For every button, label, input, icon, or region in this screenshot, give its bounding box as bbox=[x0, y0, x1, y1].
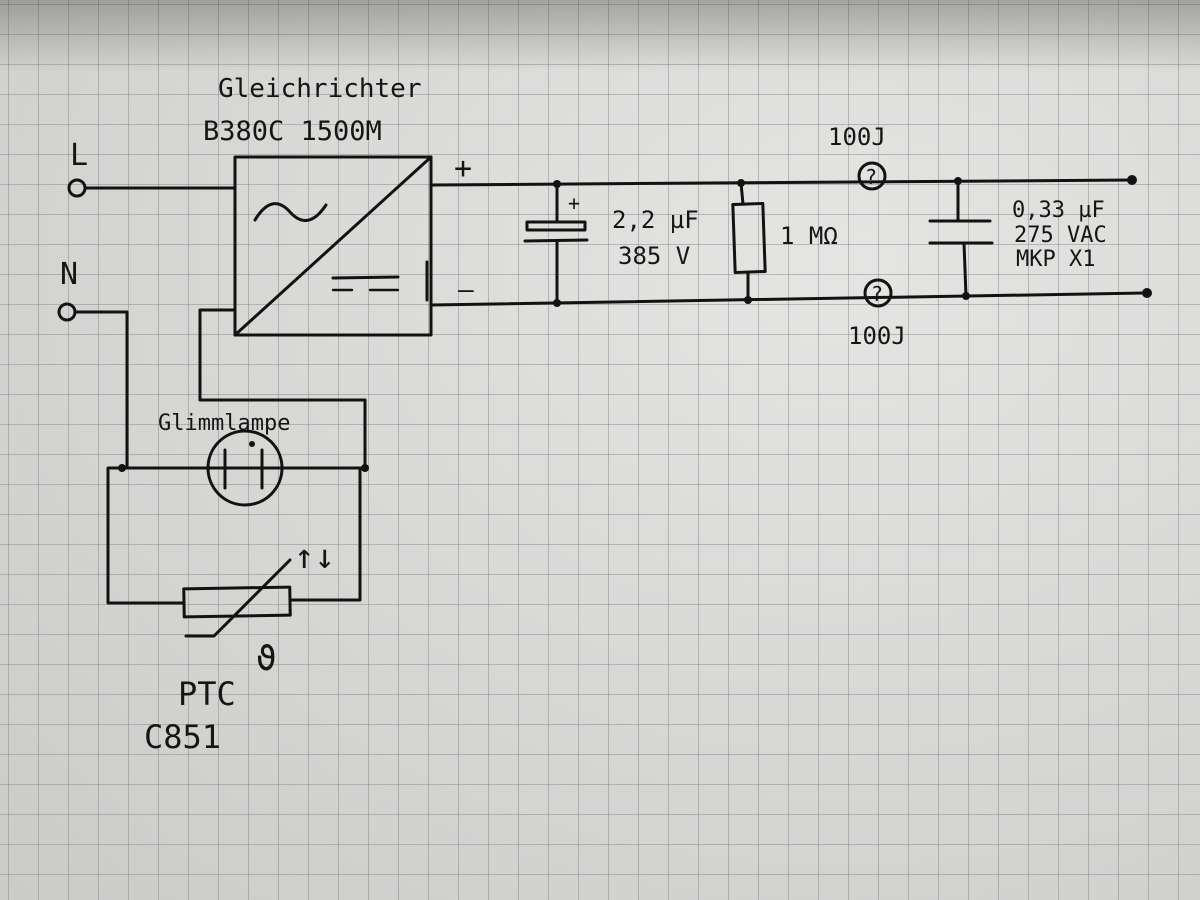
line-label: L bbox=[70, 138, 88, 173]
neutral-wire bbox=[73, 310, 129, 470]
top-fuse-icon bbox=[857, 161, 887, 191]
bottom-fuse-icon bbox=[863, 278, 893, 308]
rectifier-plus-label: + bbox=[454, 151, 472, 186]
cap2-type: MKP X1 bbox=[1016, 247, 1095, 272]
glow-lamp-label: Glimmlampe bbox=[158, 411, 290, 436]
bottom-fuse-label: 100J bbox=[848, 322, 906, 350]
cap2-value: 0,33 µF bbox=[1012, 198, 1105, 223]
rectifier-ac-wire bbox=[198, 308, 367, 470]
line-terminal-icon bbox=[67, 178, 87, 198]
rectifier-block: Gleichrichter B380C 1500M + – bbox=[203, 74, 474, 337]
positive-rail bbox=[429, 178, 1134, 187]
resistor-value: 1 MΩ bbox=[780, 222, 838, 250]
cap2-voltage: 275 VAC bbox=[1014, 223, 1107, 248]
ptc-slash bbox=[184, 558, 292, 638]
top-fuse-label: 100J bbox=[828, 123, 886, 151]
rectifier-title: Gleichrichter bbox=[218, 74, 422, 104]
x1-capacitor: 0,33 µF 275 VAC MKP X1 bbox=[928, 179, 1107, 298]
cap1-value: 2,2 µF bbox=[612, 206, 699, 234]
ptc-body bbox=[182, 585, 292, 619]
electrolytic-capacitor: + 2,2 µF 385 V bbox=[523, 182, 699, 305]
fuse-terminals: ? 100J ? 100J bbox=[828, 123, 906, 350]
bottom-fuse-symbol: ? bbox=[871, 282, 883, 306]
top-fuse-symbol: ? bbox=[865, 165, 877, 189]
resistor-lead bbox=[739, 181, 745, 206]
input-terminals: L N bbox=[57, 138, 237, 470]
glow-lamp-icon bbox=[206, 429, 284, 507]
ptc-direction-arrows: ↑↓ bbox=[294, 537, 335, 577]
positive-output-dot bbox=[1127, 175, 1137, 185]
neutral-label: N bbox=[60, 257, 78, 292]
ptc-label: PTC bbox=[178, 675, 236, 713]
ptc-right-wire bbox=[288, 466, 362, 602]
rectifier-box bbox=[233, 155, 433, 337]
rectifier-diagonal bbox=[233, 155, 433, 337]
cap2-lead bbox=[962, 241, 968, 298]
ptc-theta-symbol: ϑ bbox=[256, 639, 276, 679]
lamp-ptc-network: Glimmlampe ↑↓ ϑ PTC C851 bbox=[106, 308, 369, 756]
negative-output-dot bbox=[1142, 288, 1152, 298]
ac-symbol-icon bbox=[253, 202, 328, 222]
ptc-part: C851 bbox=[144, 718, 221, 756]
rectifier-minus-label: – bbox=[458, 275, 474, 305]
glow-lamp-gas-dot bbox=[249, 441, 255, 447]
cap1-polarity: + bbox=[568, 191, 580, 215]
neutral-terminal-icon bbox=[57, 302, 77, 322]
ptc-left-wire bbox=[106, 466, 186, 605]
dc-bus bbox=[429, 175, 1152, 307]
resistor-body bbox=[731, 201, 767, 275]
resistor: 1 MΩ bbox=[731, 181, 838, 302]
junction-dot bbox=[361, 464, 369, 472]
cap1-voltage: 385 V bbox=[618, 242, 690, 270]
dc-symbol-line-icon bbox=[331, 275, 400, 280]
cap1-positive-plate bbox=[525, 220, 587, 232]
rectifier-model: B380C 1500M bbox=[203, 116, 382, 147]
negative-rail bbox=[429, 291, 1149, 307]
